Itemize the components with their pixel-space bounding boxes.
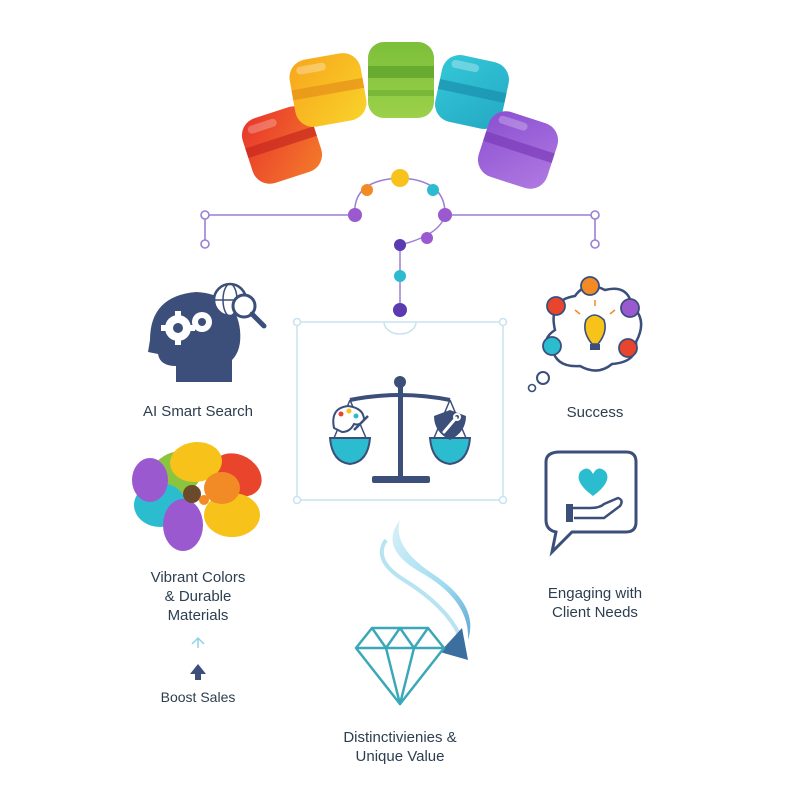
capsule-red <box>241 106 323 184</box>
bracket-right <box>445 214 596 244</box>
bracket-lines <box>200 210 600 249</box>
diamond-icon <box>354 626 446 706</box>
label-distinct-line2: Unique Value <box>355 748 445 765</box>
label-ai-smart-search: AI Smart Search <box>142 403 254 420</box>
idea-network-icon <box>527 276 643 393</box>
capsule-teal <box>435 55 509 129</box>
label-boost-sales: Boost Sales <box>160 689 236 705</box>
label-success: Success <box>566 404 624 421</box>
globe-magnifier-icon <box>212 282 267 329</box>
label-vibrant-line1: Vibrant Colors <box>150 569 246 586</box>
center-frame <box>292 317 508 505</box>
capsule-green <box>368 42 434 118</box>
label-distinct-line1: Distinctivienies & <box>343 729 457 746</box>
heart-hand-speech-icon <box>544 450 638 557</box>
label-engaging-line1: Engaging with <box>547 585 643 602</box>
label-vibrant-line2: & Durable <box>164 588 232 605</box>
palette-icon <box>332 404 369 434</box>
capsule-yellow <box>289 53 367 127</box>
label-vibrant-colors: Vibrant Colors & Durable Materials <box>118 568 278 625</box>
shield-wrench-icon <box>434 410 466 440</box>
label-engaging-client-needs: Engaging with Client Needs <box>520 584 670 622</box>
head-gear-icon <box>148 292 241 382</box>
color-petals-icon <box>132 441 262 551</box>
capsule-purple <box>477 111 559 189</box>
label-engaging-line2: Client Needs <box>552 604 638 621</box>
question-mark-dots <box>348 169 452 317</box>
bracket-left <box>204 214 355 244</box>
up-arrow-icon <box>190 636 206 680</box>
balance-scale-icon <box>328 376 472 483</box>
label-vibrant-line3: Materials <box>167 607 229 624</box>
swoosh-arrow <box>379 520 471 660</box>
label-distinctiveness: Distinctivienies & Unique Value <box>320 728 480 766</box>
capsule-arc <box>241 42 559 189</box>
